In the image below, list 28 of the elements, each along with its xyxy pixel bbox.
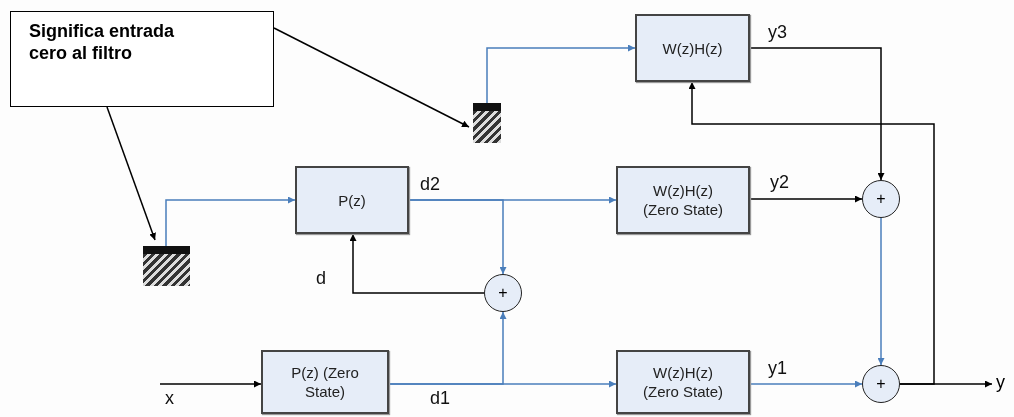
arrow (388, 311, 507, 385)
arrow (408, 199, 507, 275)
arrow (349, 233, 485, 294)
arrow (877, 217, 885, 366)
arrow (749, 380, 863, 388)
edge-label: y2 (768, 172, 791, 192)
edge-label: y1 (766, 358, 789, 378)
arrow (749, 47, 885, 181)
ground-symbol (143, 246, 190, 286)
output-label: y (996, 373, 1010, 393)
transfer-function-block: W(z)H(z) (Zero State) (616, 166, 750, 234)
summing-junction: + (862, 365, 900, 403)
summing-junction: + (484, 274, 522, 312)
ground-symbol (473, 103, 501, 143)
arrow (159, 380, 262, 388)
leader-line (273, 27, 470, 128)
arrow (749, 195, 863, 203)
arrow (486, 44, 636, 104)
edge-label: y3 (766, 22, 789, 42)
transfer-function-block: P(z) (Zero State) (261, 350, 389, 414)
transfer-function-block: P(z) (295, 166, 409, 234)
transfer-function-block: W(z)H(z) (Zero State) (616, 350, 750, 414)
callout-box: Significa entrada cero al filtro (10, 11, 274, 107)
summing-junction: + (862, 180, 900, 218)
arrow (688, 81, 935, 385)
arrow (165, 196, 296, 247)
leader-line (106, 106, 156, 241)
transfer-function-block: W(z)H(z) (635, 14, 750, 82)
